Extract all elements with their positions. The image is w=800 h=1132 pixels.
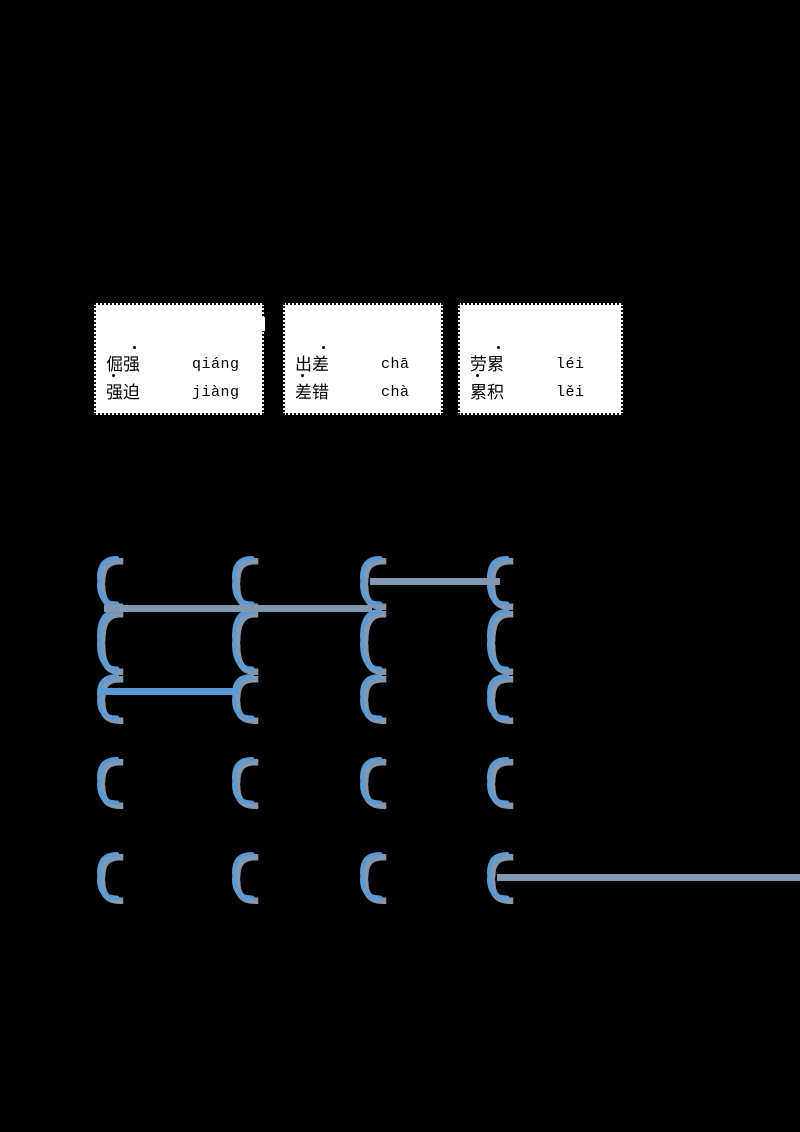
brace-c2-r2[interactable] <box>228 607 260 677</box>
brace-c1-g2[interactable] <box>93 755 125 811</box>
vocab-entry: 累积 lěi <box>470 374 611 407</box>
connector-top-right-connector[interactable] <box>370 578 500 585</box>
vocab-pinyin: qiáng <box>192 356 240 373</box>
vocab-entry: 差错 chà <box>295 374 431 407</box>
vocab-entry: 劳累 léi <box>470 346 611 379</box>
vocab-pinyin: chā <box>381 356 410 373</box>
vocab-word: 强迫 <box>106 374 192 407</box>
brace-c2-r3[interactable] <box>228 672 260 726</box>
emphasis-dot <box>112 374 115 377</box>
brace-c4-g3[interactable] <box>483 850 515 906</box>
brace-c3-r1[interactable] <box>356 554 388 612</box>
vocab-word: 劳累 <box>470 346 556 379</box>
brace-c4-r3[interactable] <box>483 672 515 726</box>
brace-c4-r2[interactable] <box>483 607 515 677</box>
vocab-pinyin: léi <box>556 356 585 373</box>
brace-c2-g2[interactable] <box>228 755 260 811</box>
brace-c3-g3[interactable] <box>356 850 388 906</box>
vocab-word: 倔强 <box>106 346 192 379</box>
vocab-box-3[interactable]: 劳累 léi 累积 lěi <box>458 303 623 415</box>
vocab-entry: 强迫 jiàng <box>106 374 252 407</box>
vocab-pinyin: lěi <box>556 384 585 401</box>
brace-c3-r3[interactable] <box>356 672 388 726</box>
vocab-pinyin: jiàng <box>192 384 240 401</box>
vocab-word: 累积 <box>470 374 556 407</box>
connector-bottom-right-rail[interactable] <box>497 874 800 881</box>
brace-c2-r1[interactable] <box>228 554 260 612</box>
brace-c1-g3[interactable] <box>93 850 125 906</box>
brace-c1-r2[interactable] <box>93 607 125 677</box>
vocab-entry: 倔强 qiáng <box>106 346 252 379</box>
brace-c1-r1[interactable] <box>93 554 125 612</box>
vocab-entry: 出差 chā <box>295 346 431 379</box>
vocab-word: 差错 <box>295 374 381 407</box>
box-1-notch <box>252 317 265 331</box>
vocab-box-1[interactable]: 倔强 qiáng 强迫 jiàng <box>94 303 264 415</box>
connector-low-left-connector[interactable] <box>101 688 239 695</box>
emphasis-dot <box>301 374 304 377</box>
vocab-pinyin: chà <box>381 384 410 401</box>
brace-c2-g3[interactable] <box>228 850 260 906</box>
emphasis-dot <box>497 346 500 349</box>
brace-c3-r2[interactable] <box>356 607 388 677</box>
emphasis-dot <box>322 346 325 349</box>
vocab-word: 出差 <box>295 346 381 379</box>
emphasis-dot <box>133 346 136 349</box>
vocab-box-2[interactable]: 出差 chā 差错 chà <box>283 303 443 415</box>
emphasis-dot <box>476 374 479 377</box>
brace-c1-r3[interactable] <box>93 672 125 726</box>
brace-c3-g2[interactable] <box>356 755 388 811</box>
connector-mid-long-connector[interactable] <box>104 605 372 612</box>
brace-c4-g2[interactable] <box>483 755 515 811</box>
